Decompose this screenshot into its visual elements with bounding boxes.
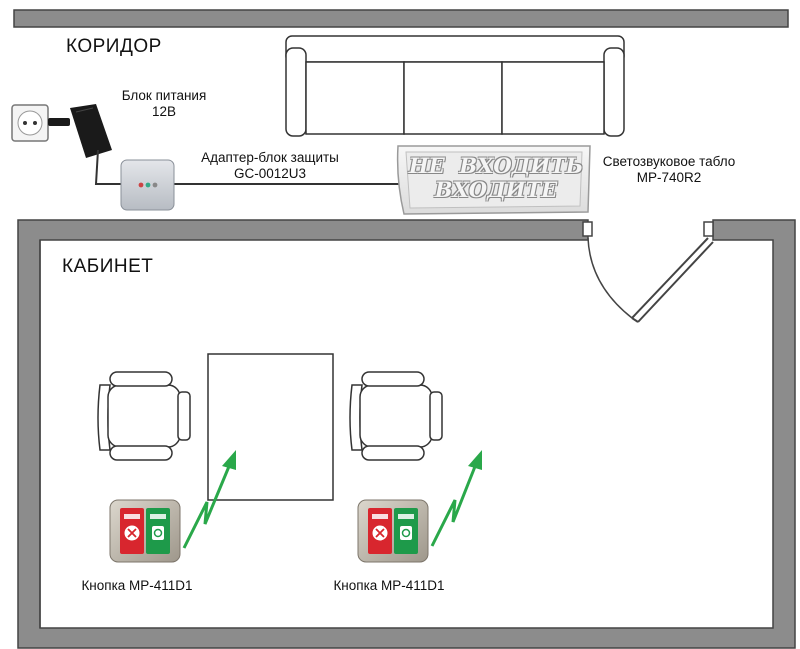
adapter-label-line2: GC-0012U3 xyxy=(233,165,307,181)
display-board xyxy=(396,145,591,215)
desk xyxy=(207,353,334,501)
display-board-label: Светозвуковое табло МР-740R2 xyxy=(584,154,754,185)
signal-arrow-left xyxy=(182,450,236,549)
power-supply-label-line2: 12В xyxy=(151,103,177,119)
call-button-right-icon xyxy=(357,499,429,563)
power-supply-label-line1: Блок питания xyxy=(121,88,207,103)
wiring xyxy=(94,149,402,185)
button-right-label: Кнопка МР-411D1 xyxy=(333,578,445,593)
display-board-label-line2: МР-740R2 xyxy=(636,169,702,185)
chair-left xyxy=(97,371,191,461)
button-left-label: Кнопка МР-411D1 xyxy=(81,578,193,593)
cabinet-label: КАБИНЕТ xyxy=(62,256,154,277)
power-socket xyxy=(11,104,49,142)
adapter-label: Адаптер-блок защиты GC-0012U3 xyxy=(170,150,370,181)
board-text-line1: НЕ ВХОДИТЬ xyxy=(408,153,584,178)
power-supply-icon xyxy=(48,104,112,158)
adapter-protection-box xyxy=(120,159,175,211)
adapter-label-line1: Адаптер-блок защиты xyxy=(201,150,339,165)
signal-arrow-right xyxy=(430,450,482,547)
board-text-line2: ВХОДИТЕ xyxy=(434,177,558,202)
corridor-label: КОРИДОР xyxy=(66,36,162,57)
display-board-label-line1: Светозвуковое табло xyxy=(602,154,736,169)
call-button-left-icon xyxy=(109,499,181,563)
door xyxy=(582,221,714,323)
power-supply-label: Блок питания 12В xyxy=(104,88,224,119)
chair-right xyxy=(349,371,443,461)
corridor-top-wall xyxy=(13,9,789,28)
sofa xyxy=(285,35,625,137)
